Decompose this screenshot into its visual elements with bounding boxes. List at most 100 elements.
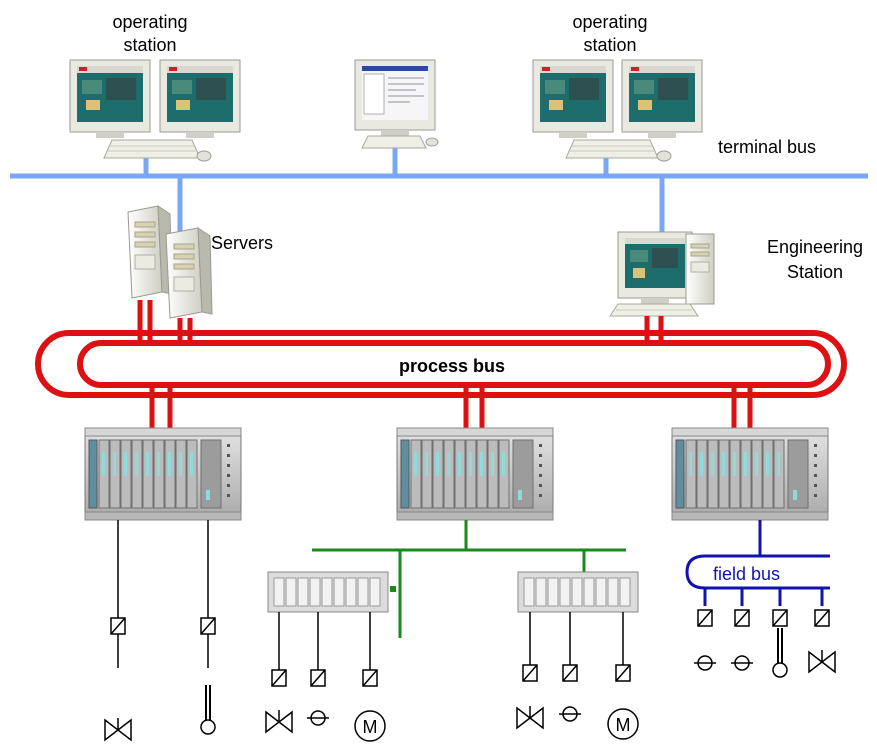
- cpu-module: [787, 439, 809, 509]
- operating-station-left: [69, 59, 241, 162]
- io-slot: [619, 577, 631, 607]
- module-indicator: [425, 452, 428, 476]
- power-supply-module: [400, 439, 410, 509]
- monitor-icon: [69, 59, 151, 138]
- servers: [127, 205, 213, 319]
- module-indicator: [700, 452, 703, 476]
- cpu-module: [200, 439, 222, 509]
- motor-label: M: [363, 717, 378, 737]
- transmitter-icon: [772, 609, 788, 627]
- module-indicator: [689, 452, 692, 476]
- engineering-station-label-line2: Station: [787, 262, 843, 282]
- rack-terminal: [539, 464, 542, 467]
- transmitter-icon: [310, 669, 326, 687]
- rack-terminal: [227, 484, 230, 487]
- transmitter-icon: [697, 609, 713, 627]
- transmitter-icon: [110, 617, 126, 635]
- io-slot: [357, 577, 369, 607]
- io-slot: [309, 577, 321, 607]
- rack-terminal: [227, 454, 230, 457]
- rack-terminal: [539, 474, 542, 477]
- rack-terminal: [814, 444, 817, 447]
- operating-station-label-right-line2: station: [583, 35, 636, 55]
- monitor-icon: [617, 231, 693, 304]
- power-supply-module: [88, 439, 98, 509]
- process-bus-ring-outer: [35, 330, 847, 398]
- transmitter-icon: [734, 609, 750, 627]
- process-bus: [35, 300, 847, 428]
- motor-label: M: [616, 715, 631, 735]
- module-indicator: [157, 452, 160, 476]
- server-tower-icon: [127, 205, 173, 299]
- rack-terminal: [227, 464, 230, 467]
- thermometer-icon: [200, 685, 216, 735]
- keyboard-icon: [609, 303, 699, 317]
- io-slot: [345, 577, 357, 607]
- rack-terminal: [814, 464, 817, 467]
- module-indicator: [722, 452, 725, 476]
- module-indicator: [179, 452, 182, 476]
- sensor-icon: [694, 655, 716, 671]
- io-slot: [273, 577, 285, 607]
- engineering-station-label-line1: Engineering: [767, 237, 863, 257]
- profibus-dp-bus: [312, 520, 626, 638]
- module-indicator: [733, 452, 736, 476]
- process-bus-label: process bus: [399, 356, 505, 376]
- field-bus-label: field bus: [713, 564, 780, 584]
- module-indicator: [124, 452, 127, 476]
- sensor-icon: [731, 655, 753, 671]
- server-tower-icon: [165, 227, 213, 319]
- rack-terminal: [539, 494, 542, 497]
- server-tower-icon: [685, 233, 715, 305]
- workstation-icon: [354, 59, 439, 149]
- rack-terminal: [814, 484, 817, 487]
- operating-station-label-left-line2: station: [123, 35, 176, 55]
- module-indicator: [414, 452, 417, 476]
- transmitter-icon: [522, 664, 538, 682]
- operating-station-label-left-line1: operating: [112, 12, 187, 32]
- field-wiring: [117, 520, 624, 670]
- monitor-icon: [532, 59, 614, 138]
- io-slot: [547, 577, 559, 607]
- keyboard-icon: [103, 139, 201, 159]
- operating-station-right: [532, 59, 703, 162]
- transmitter-icon: [362, 669, 378, 687]
- mouse-icon: [656, 150, 672, 162]
- mouse-icon: [196, 150, 212, 162]
- module-indicator: [491, 452, 494, 476]
- module-indicator: [711, 452, 714, 476]
- module-indicator: [135, 452, 138, 476]
- transmitter-icon: [814, 609, 830, 627]
- cpu-indicator: [518, 490, 522, 500]
- cpu-indicator: [206, 490, 210, 500]
- sensor-icon: [559, 706, 581, 722]
- module-indicator: [502, 452, 505, 476]
- module-indicator: [436, 452, 439, 476]
- automation-rack-icon: [396, 427, 554, 521]
- io-module-icon: [517, 571, 639, 613]
- rack-terminal: [539, 484, 542, 487]
- automation-rack-icon: [84, 427, 242, 521]
- servers-label: Servers: [211, 233, 273, 253]
- module-indicator: [766, 452, 769, 476]
- monitor-icon: [159, 59, 241, 138]
- io-module-icon: [267, 571, 389, 613]
- process-bus-ring-inner: [77, 340, 831, 388]
- transmitter-icon: [200, 617, 216, 635]
- rack-terminal: [227, 444, 230, 447]
- rack-terminal: [539, 444, 542, 447]
- cpu-module: [512, 439, 534, 509]
- monitor-icon: [621, 59, 703, 138]
- rack-terminal: [539, 454, 542, 457]
- field-bus: [685, 520, 830, 606]
- rack-terminal: [814, 494, 817, 497]
- io-slot: [285, 577, 297, 607]
- operating-station-label-right: operating station: [572, 12, 647, 55]
- module-indicator: [102, 452, 105, 476]
- automation-rack-icon: [671, 427, 829, 521]
- operating-station-label-right-line1: operating: [572, 12, 647, 32]
- motor-icon: M: [354, 710, 386, 742]
